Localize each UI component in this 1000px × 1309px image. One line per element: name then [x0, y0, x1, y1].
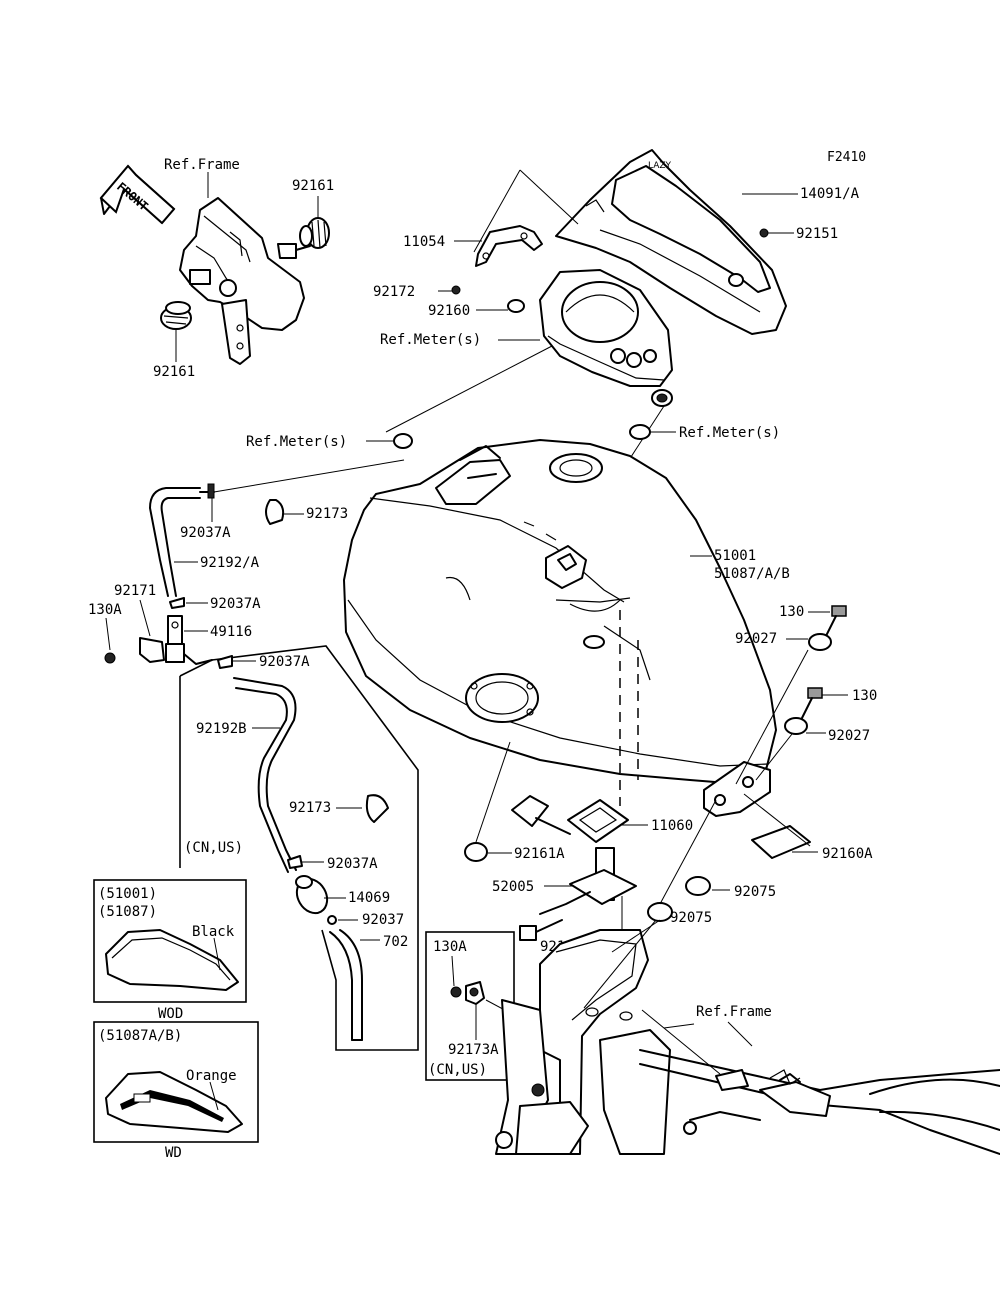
clamp-92173-upper: [265, 499, 285, 525]
bolt-130A-left: [104, 652, 116, 664]
part-label-52005: 52005: [492, 879, 534, 895]
part-label-49116: 49116: [210, 624, 252, 640]
part-label-92173-lower: 92173: [289, 800, 331, 816]
part-label-130-upper: 130: [779, 604, 804, 620]
figure-id: F2410: [827, 150, 866, 165]
fuel-tank: [343, 439, 777, 785]
part-label-92037A-3: 92037A: [259, 654, 310, 670]
part-label-11054: 11054: [403, 234, 445, 250]
hose-92192B: [233, 677, 297, 873]
fuel-tank-bracket: [703, 761, 771, 817]
fuel-filter-14069: [295, 875, 329, 915]
part-label-51001: 51001: [714, 548, 756, 564]
part-label-702: 702: [383, 934, 408, 950]
part-label-92172: 92172: [373, 284, 415, 300]
part-label-14069: 14069: [348, 890, 390, 906]
part-label-11060: 11060: [651, 818, 693, 834]
wod-part-a: (51001): [98, 886, 157, 902]
meter-bracket: [475, 225, 543, 267]
grommet-92161-upper: [299, 217, 330, 249]
meter-assembly: [539, 269, 673, 407]
hose-702: [329, 929, 363, 1041]
hose-92192A: [149, 487, 201, 597]
bracket-92171: [139, 637, 165, 663]
wd-caption: WD: [165, 1145, 182, 1161]
part-label-92161-upper: 92161: [292, 178, 334, 194]
ref-frame-label-bottom: Ref.Frame: [696, 1004, 772, 1020]
fuel-valve-mount: [545, 545, 587, 589]
wod-caption: WOD: [158, 1006, 183, 1022]
grommet-92161-lower: [160, 301, 192, 330]
clamp-92173A: [465, 981, 485, 1005]
clamp-92173-lower: [365, 794, 389, 823]
part-label-92173-upper: 92173: [306, 506, 348, 522]
fuel-gauge-float: [511, 795, 571, 835]
part-label-130A-left: 130A: [88, 602, 122, 618]
part-label-92027-lower: 92027: [828, 728, 870, 744]
part-label-92171: 92171: [114, 583, 156, 599]
ref-meter-label-2: Ref.Meter(s): [246, 434, 347, 450]
wod-part-b: (51087): [98, 904, 157, 920]
part-label-130-lower: 130: [852, 688, 877, 704]
clip-92037A-2: [169, 597, 185, 609]
bolt-130-lower: [801, 687, 823, 719]
part-label-92027-upper: 92027: [735, 631, 777, 647]
part-label-92161A: 92161A: [514, 846, 565, 862]
part-label-92160A: 92160A: [822, 846, 873, 862]
part-label-92173A: 92173A: [448, 1042, 499, 1058]
part-label-92151: 92151: [796, 226, 838, 242]
part-label-92037: 92037: [362, 912, 404, 928]
frame-lower: [495, 929, 1000, 1155]
gasket-11060: [567, 799, 629, 843]
wod-inset-box: [93, 879, 247, 1003]
ref-meter-label-1: Ref.Meter(s): [380, 332, 481, 348]
part-label-92160: 92160: [428, 303, 470, 319]
wd-inset-box: [93, 1021, 259, 1143]
wod-color: Black: [192, 924, 235, 940]
wod-tank-silhouette: [105, 929, 239, 991]
part-label-92075-upper: 92075: [734, 884, 776, 900]
ref-frame-label-top: Ref.Frame: [164, 157, 240, 173]
wd-color: Orange: [186, 1068, 237, 1084]
fuel-valve-49116: [165, 615, 213, 665]
part-label-92161-lower: 92161: [153, 364, 195, 380]
part-label-92037A-2: 92037A: [210, 596, 261, 612]
part-label-130A-inset: 130A: [433, 939, 467, 955]
part-label-92192B: 92192B: [196, 721, 247, 737]
svg-text:LAZY: LAZY: [648, 161, 672, 171]
clip-92037A-4: [287, 855, 303, 869]
front-arrow-icon: FRONT: [99, 164, 176, 225]
cn-us-label-left: (CN,US): [184, 840, 243, 856]
part-label-14091: 14091/A: [800, 186, 860, 202]
bolt-130-upper: [825, 605, 847, 637]
part-label-92037A-1: 92037A: [180, 525, 231, 541]
part-label-92075-lower: 92075: [670, 910, 712, 926]
frame-bracket-detail: [179, 197, 311, 365]
fuel-cap-bracket: [435, 445, 511, 505]
part-label-51087: 51087/A/B: [714, 566, 790, 582]
meter-cover: LAZY: [555, 149, 787, 335]
clip-92037A-3: [217, 655, 233, 669]
fuel-level-sender: [519, 847, 637, 941]
cn-us-label-inset: (CN,US): [428, 1062, 487, 1078]
part-label-92037A-4: 92037A: [327, 856, 378, 872]
part-label-92192A: 92192/A: [200, 555, 260, 571]
wd-part: (51087A/B): [98, 1028, 182, 1044]
wd-tank-silhouette: [105, 1071, 243, 1133]
ref-meter-label-3: Ref.Meter(s): [679, 425, 780, 441]
